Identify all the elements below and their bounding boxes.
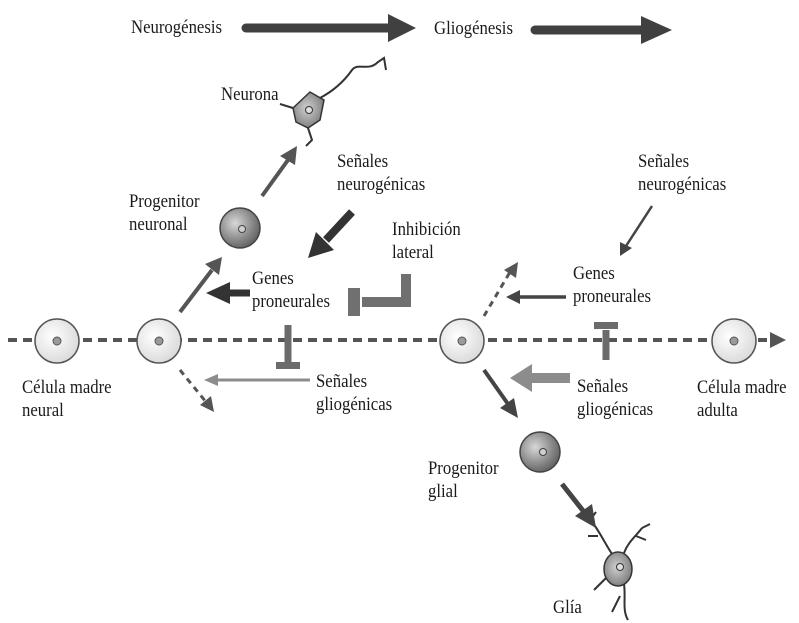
neural-stem-cell	[34, 318, 80, 364]
arrow-progenitor-to-glia	[560, 482, 596, 528]
adult-stem-cell-label: Célula madre adulta	[697, 377, 787, 421]
main-timeline-arrow	[8, 332, 786, 348]
neurogenic-signals-right-label: Señales neurogénicas	[638, 151, 727, 195]
glia-label: Glía	[553, 597, 582, 618]
proneural-right-arrow	[506, 290, 566, 304]
branch-cell-right	[439, 318, 485, 364]
genes-to-left-arrow	[206, 282, 250, 304]
adult-stem-cell	[711, 318, 757, 364]
gliogenic-signals-arrow-right	[510, 364, 570, 392]
neural-stem-cell-label: Célula madre neural	[22, 377, 112, 421]
proneural-inhibits-gliogenic	[276, 325, 300, 369]
dashed-arrow-left-down	[178, 369, 214, 412]
neuron-cell	[279, 56, 387, 147]
glia-cell	[588, 511, 651, 621]
gliogenic-signals-left-label: Señales gliogénicas	[316, 371, 393, 415]
gliogenic-signals-arrow-left	[204, 374, 310, 386]
gliogenesis-arrow	[530, 16, 672, 44]
neurogenic-signals-left-label: Señales neurogénicas	[337, 151, 426, 195]
neuron-label: Neurona	[221, 84, 279, 105]
neurogenesis-arrow	[241, 14, 416, 42]
glial-progenitor-cell	[519, 431, 561, 473]
glial-progenitor-label: Progenitor glial	[428, 458, 499, 502]
neurogenic-signals-arrow-right	[620, 205, 654, 256]
proneural-genes-left-label: Genes proneurales	[252, 268, 331, 312]
branch-cell-left	[136, 318, 182, 364]
neurogenesis-label: Neurogénesis	[131, 17, 223, 38]
proneural-genes-right-label: Genes proneurales	[573, 263, 652, 307]
neurogenic-signals-arrow-left	[308, 209, 355, 258]
gliogenesis-label: Gliogénesis	[434, 18, 513, 39]
proneural-inhibit-right	[594, 322, 618, 360]
neuronal-progenitor-cell	[219, 207, 261, 249]
lateral-inhibition-bar	[348, 274, 411, 316]
lateral-inhibition-label: Inhibición lateral	[392, 219, 461, 263]
dashed-arrow-right-up	[482, 262, 518, 317]
gliogenic-signals-right-label: Señales gliogénicas	[577, 376, 654, 420]
arrow-to-neuronal-progenitor	[178, 257, 222, 314]
arrow-to-glial-progenitor	[482, 368, 518, 418]
arrow-progenitor-to-neuron	[260, 146, 297, 198]
neuronal-progenitor-label: Progenitor neuronal	[129, 191, 200, 235]
